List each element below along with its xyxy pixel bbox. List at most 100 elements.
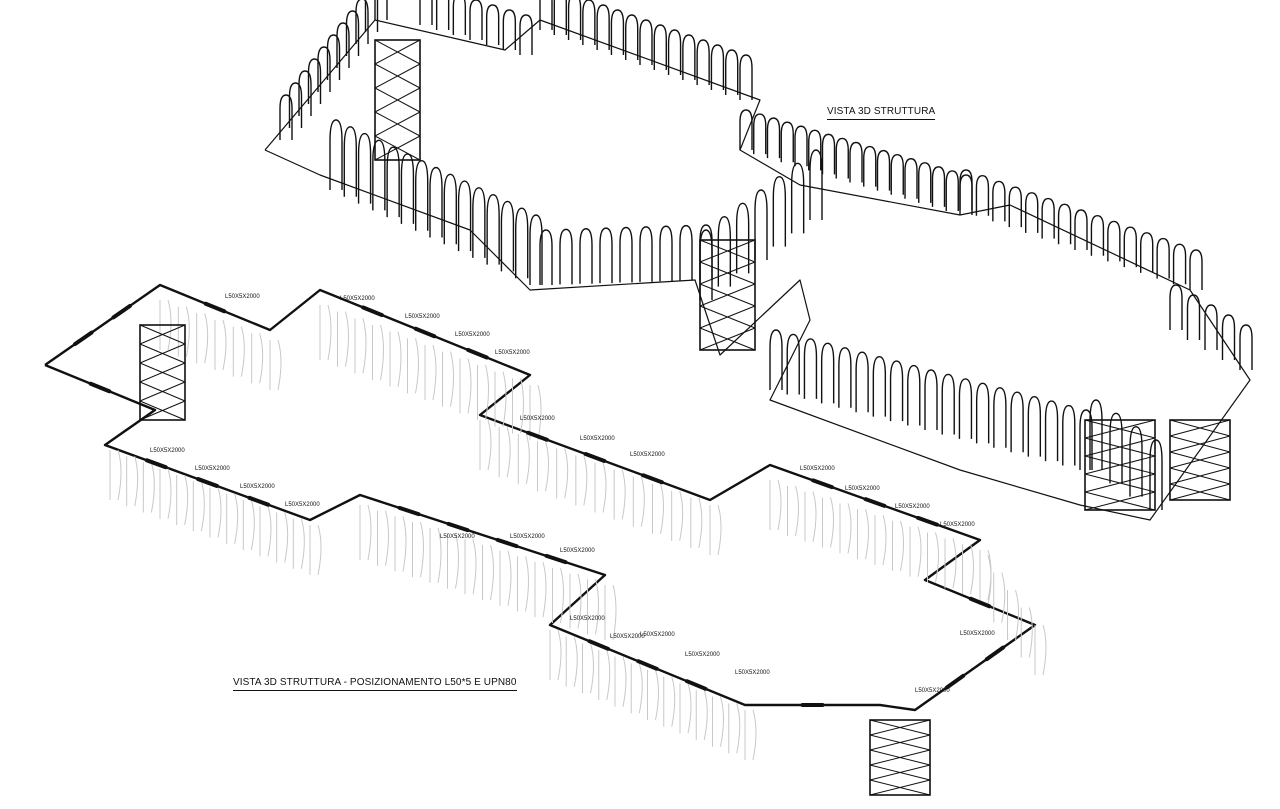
lower-faint-rib xyxy=(232,326,245,377)
lower-faint-rib xyxy=(292,518,305,569)
lower-faint-rib xyxy=(242,499,255,551)
upper-arched-rib xyxy=(710,44,725,90)
lower-faint-rib xyxy=(993,572,1006,623)
tower-brace xyxy=(699,261,756,285)
lower-faint-rib xyxy=(534,562,547,618)
lower-faint-rib xyxy=(679,683,692,734)
l50-segment xyxy=(863,497,887,508)
tower-brace xyxy=(374,111,421,137)
upper-arched-rib xyxy=(835,137,849,179)
l50-segment xyxy=(544,553,568,565)
l50-segment xyxy=(446,521,470,533)
lower-faint-rib xyxy=(671,490,684,541)
tower-brace xyxy=(869,734,931,751)
title-positioning-view: VISTA 3D STRUTTURA - POSIZIONAMENTO L50*… xyxy=(233,677,517,691)
upper-arched-rib xyxy=(1204,304,1218,350)
lower-faint-rib xyxy=(892,520,904,571)
upper-arched-rib xyxy=(1010,391,1024,453)
upper-lattice-tower xyxy=(699,239,756,351)
lower-faint-rib xyxy=(613,469,626,520)
tower-frame xyxy=(1084,419,1156,511)
tower-brace xyxy=(374,63,421,89)
upper-arched-rib xyxy=(653,24,667,70)
profile-tag: L50X5X2000 xyxy=(195,466,230,472)
lower-faint-rib xyxy=(744,709,757,761)
tower-brace xyxy=(139,400,186,421)
lower-faint-rib xyxy=(424,344,437,401)
profile-tag: L50X5X2000 xyxy=(455,332,490,338)
profile-tag: L50X5X2000 xyxy=(845,486,880,492)
l50-segment xyxy=(587,639,611,651)
lower-faint-rib xyxy=(569,573,582,629)
lower-faint-rib xyxy=(269,339,282,391)
tower-brace xyxy=(869,749,931,766)
lower-faint-rib xyxy=(372,324,384,381)
profile-tag: L50X5X2000 xyxy=(405,314,440,320)
upper-arched-rib xyxy=(682,34,696,80)
l50-segment xyxy=(968,596,992,609)
lower-faint-rib xyxy=(159,468,172,519)
lower-faint-rib xyxy=(479,419,492,471)
lower-faint-rib xyxy=(537,441,549,492)
tower-brace xyxy=(139,381,186,402)
lower-faint-rib xyxy=(874,514,887,566)
lower-faint-rib xyxy=(354,318,367,374)
upper-arched-rib xyxy=(889,360,904,422)
upper-arched-rib xyxy=(639,19,653,65)
profile-tag: L50X5X2000 xyxy=(285,502,320,508)
l50-segment xyxy=(684,679,708,691)
lower-faint-rib xyxy=(196,313,209,364)
upper-arched-rib xyxy=(502,9,517,50)
title-structure-view: VISTA 3D STRUTTURA xyxy=(827,106,936,120)
upper-arched-rib xyxy=(357,132,372,204)
upper-arched-rib xyxy=(941,373,955,435)
l50-segment xyxy=(88,381,112,394)
lower-faint-rib xyxy=(517,434,530,485)
upper-arched-rib xyxy=(1107,220,1121,262)
upper-arched-rib xyxy=(610,9,625,55)
l50-segment xyxy=(641,473,664,485)
upper-arched-rib xyxy=(872,355,887,417)
l50-segment xyxy=(466,347,489,360)
upper-arched-rib xyxy=(1169,284,1183,330)
upper-arched-rib xyxy=(435,0,450,30)
upper-arched-rib xyxy=(500,200,515,272)
upper-arched-rib xyxy=(679,224,693,281)
upper-arched-rib xyxy=(1156,237,1170,279)
lower-faint-rib xyxy=(494,371,507,427)
lower-faint-rib xyxy=(337,311,349,367)
lower-faint-rib xyxy=(394,516,407,572)
lower-faint-rib xyxy=(857,509,869,560)
upper-arched-rib xyxy=(298,70,312,116)
upper-arched-rib xyxy=(326,34,341,80)
lower-faint-rib xyxy=(787,485,799,536)
upper-lattice-tower xyxy=(374,39,421,161)
lower-faint-rib xyxy=(429,527,442,583)
tower-brace xyxy=(1084,419,1156,439)
upper-arched-rib xyxy=(625,14,639,60)
upper-arched-rib xyxy=(1025,192,1039,233)
upper-arched-rib xyxy=(863,145,877,187)
lower-faint-rib xyxy=(309,524,322,576)
lower-faint-rib xyxy=(690,497,703,549)
profile-tag: L50X5X2000 xyxy=(735,670,770,676)
upper-arched-rib xyxy=(1008,186,1022,228)
upper-arched-rib xyxy=(975,175,990,216)
lower-faint-rib xyxy=(251,333,264,384)
upper-arched-rib xyxy=(1041,197,1055,239)
lower-faint-rib xyxy=(109,449,122,501)
lower-faint-rib xyxy=(176,474,189,526)
upper-arched-rib xyxy=(993,387,1007,448)
tower-brace xyxy=(1169,419,1231,437)
l50-segment xyxy=(916,515,939,527)
lower-faint-rib xyxy=(177,306,190,357)
profile-tag: L50X5X2000 xyxy=(560,548,595,554)
upper-arched-rib xyxy=(1186,294,1201,340)
lower-faint-rib xyxy=(259,506,272,557)
upper-arched-rib xyxy=(780,121,794,163)
profile-tag: L50X5X2000 xyxy=(240,484,275,490)
upper-arched-rib xyxy=(599,227,613,284)
lower-faint-rib xyxy=(209,487,222,538)
lower-positioning-3d-view xyxy=(44,283,1047,796)
